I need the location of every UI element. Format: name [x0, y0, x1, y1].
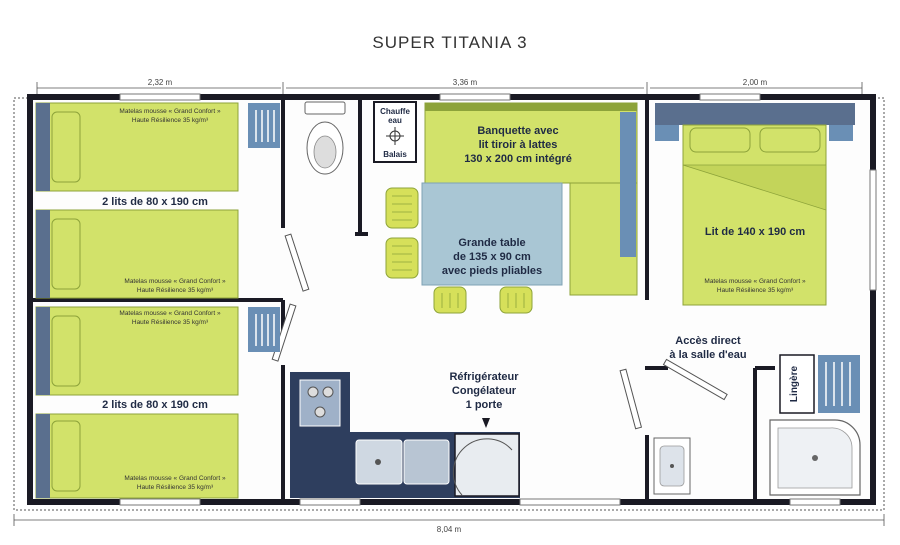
bathroom-access-label-line2: à la salle d'eau: [669, 349, 746, 361]
mattress-note-bottom-1-line2: Haute Résilience 35 kg/m³: [132, 319, 209, 326]
fridge-icon: [452, 418, 520, 497]
chair-slats: [392, 195, 525, 308]
mattress-note-top-1-line2: Haute Résilience 35 kg/m³: [132, 117, 209, 124]
linen-label: Lingère: [789, 366, 800, 403]
water-heater-label-line1: Chauffe: [380, 107, 410, 116]
bedroom-top-label: 2 lits de 80 x 190 cm: [102, 196, 208, 208]
dining-table: [421, 182, 563, 286]
plan-title: SUPER TITANIA 3: [372, 33, 528, 52]
toilet-icon: [304, 101, 346, 175]
fridge-label-line2: Congélateur: [452, 385, 517, 397]
mattress-note-top-2-line2: Haute Résilience 35 kg/m³: [137, 287, 214, 294]
mattress-note-bottom-1-line1: Matelas mousse « Grand Confort »: [119, 310, 221, 317]
wardrobe-bottom: [248, 307, 280, 352]
bench-bed: [424, 102, 638, 296]
water-heater-closet: [373, 101, 417, 163]
mattress-note-bottom-2-line2: Haute Résilience 35 kg/m³: [137, 484, 214, 491]
bedroom-bottom-label: 2 lits de 80 x 190 cm: [102, 399, 208, 411]
bed-bottom-2: [35, 413, 239, 499]
bed-bottom-1: [35, 306, 239, 396]
table-label-line1: Grande table: [458, 237, 525, 249]
brooms-label: Balais: [383, 150, 407, 159]
table-label-line3: avec pieds pliables: [442, 265, 542, 277]
mattress-note-top-1-line1: Matelas mousse « Grand Confort »: [119, 108, 221, 115]
shower-icon: [769, 419, 861, 496]
dimension-left-width: 2,32 m: [148, 78, 173, 87]
fridge-label-line1: Réfrigérateur: [449, 371, 519, 383]
bed-top-2: [35, 209, 239, 299]
bottom-dimension: [13, 514, 885, 526]
table-label-line2: de 135 x 90 cm: [453, 251, 531, 263]
fridge-label-line3: 1 porte: [466, 399, 503, 411]
wardrobe-top: [248, 103, 280, 148]
dimension-right-width: 2,00 m: [743, 78, 768, 87]
master-bed: [655, 103, 855, 306]
bed-top-1: [35, 102, 239, 192]
washbasin-icon: [653, 437, 691, 495]
dimension-middle-width: 3,36 m: [453, 78, 478, 87]
bench-label-line3: 130 x 200 cm intégré: [464, 153, 572, 165]
master-bed-label: Lit de 140 x 190 cm: [705, 226, 805, 238]
linen-closet: [779, 354, 860, 414]
top-dimensions: [36, 82, 863, 94]
bathroom-access-label-line1: Accès direct: [675, 335, 741, 347]
mattress-note-master-line2: Haute Résilience 35 kg/m³: [717, 287, 794, 294]
mattress-note-master-line1: Matelas mousse « Grand Confort »: [704, 278, 806, 285]
windows: [119, 93, 877, 506]
dimension-total-width: 8,04 m: [437, 525, 462, 534]
tow-frame: [13, 97, 885, 511]
mattress-note-bottom-2-line1: Matelas mousse « Grand Confort »: [124, 475, 226, 482]
interior-walls: [30, 97, 775, 502]
sink-icon: [355, 439, 450, 485]
water-heater-label-line2: eau: [388, 116, 402, 125]
bench-label-line1: Banquette avec: [477, 125, 558, 137]
bench-label-line2: lit tiroir à lattes: [479, 139, 558, 151]
mattress-note-top-2-line1: Matelas mousse « Grand Confort »: [124, 278, 226, 285]
